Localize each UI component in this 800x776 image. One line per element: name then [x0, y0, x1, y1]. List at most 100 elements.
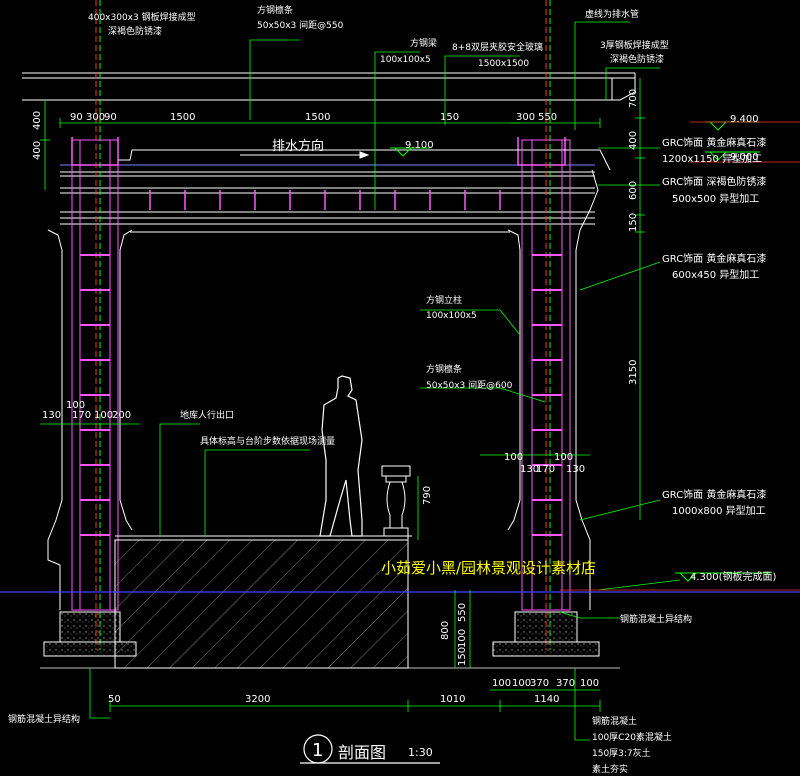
footing-dimensions: 100 100 370 370 100	[492, 678, 599, 689]
label-steel-post-size: 100x100x5	[426, 311, 477, 321]
grc-3-size: 600x450 异型加工	[672, 268, 759, 281]
label-plate: 400x300x3 钢板焊接成型	[88, 11, 196, 23]
red-leaders	[560, 121, 800, 591]
baluster	[381, 465, 411, 537]
dim-lower-2: 550	[457, 603, 468, 622]
right-column-dimensions: 100 130 170 100 130	[504, 452, 585, 475]
label-drain-pipe: 虚线为排水管	[585, 8, 639, 20]
dim-left-1: 400	[32, 111, 43, 130]
label-field-measure: 具体标高与台阶步数依据现场测量	[200, 435, 335, 447]
top-dimensions: 90 300 90 1500 1500 150 300 550	[70, 112, 557, 123]
dim-top-3: 90	[104, 112, 117, 123]
label-layer-2: 100厚C20素混凝土	[592, 731, 672, 743]
grc-4-size: 1000x800 异型加工	[672, 504, 766, 517]
label-rc-footing: 钢筋混凝土异结构	[620, 613, 692, 625]
drainage-arrow	[240, 151, 370, 159]
elev-9000: 9.000	[730, 152, 759, 163]
dim-rc-3: 170	[536, 464, 555, 475]
dim-rc-1: 100	[504, 452, 523, 463]
grc-1-size: 1200x1150 异型加工	[662, 152, 762, 165]
dim-left-2: 400	[32, 141, 43, 160]
elevation-labels: 9.400 9.000 9.100 4.300(钢板完成面)	[405, 114, 777, 583]
label-rc-left: 钢筋混凝土异结构	[8, 713, 80, 725]
dim-top-2: 300	[86, 112, 105, 123]
dimension-lines	[40, 78, 645, 712]
dim-ft-4: 370	[556, 678, 575, 689]
elev-4300: 4.300(钢板完成面)	[690, 570, 777, 583]
dim-top-5: 1500	[305, 112, 330, 123]
dim-top-4: 1500	[170, 112, 195, 123]
middle-labels: 方钢立柱 100x100x5 方钢檩条 50x50x3 间距@600 地库人行出…	[180, 294, 513, 447]
title-number: 1	[312, 740, 323, 761]
lower-dimensions: 800 550 100 150	[440, 603, 468, 666]
dim-lower-1: 800	[440, 621, 451, 640]
dim-right-5: 3150	[628, 360, 639, 385]
label-purlin-size: 50x50x3 间距@550	[257, 19, 344, 31]
dim-lc-4: 100	[94, 410, 113, 421]
label-glass: 8+8双层夹胶安全玻璃	[452, 41, 543, 53]
grc-2-size: 500x500 异型加工	[672, 192, 759, 205]
drawing-title: 1 剖面图 1:30	[312, 740, 433, 762]
dim-podium: 790	[422, 486, 433, 505]
human-figure	[319, 375, 363, 537]
elev-9400: 9.400	[730, 114, 759, 125]
label-basement-exit: 地库人行出口	[180, 409, 234, 421]
dim-ft-5: 100	[580, 678, 599, 689]
label-layer-4: 素土夯实	[592, 763, 628, 775]
dim-bottom-2: 3200	[245, 694, 270, 705]
grc-4-material: GRC饰面 黄金麻真石漆	[662, 488, 766, 501]
dim-right-2: 400	[628, 131, 639, 150]
left-dimensions: 400 400 130 100 170 100 200	[32, 111, 131, 421]
bottom-labels: 钢筋混凝土异结构 钢筋混凝土异结构 钢筋混凝土 100厚C20素混凝土 150厚…	[8, 613, 692, 775]
dim-bottom-1: 50	[108, 694, 121, 705]
elev-9100: 9.100	[405, 140, 434, 151]
label-layer-3: 150厚3:7灰土	[592, 747, 651, 759]
dim-ft-1: 100	[492, 678, 511, 689]
leader-lines	[89, 21, 681, 741]
dim-rc-5: 130	[566, 464, 585, 475]
grc-2-material: GRC饰面 深褐色防锈漆	[662, 175, 766, 188]
dim-top-1: 90	[70, 112, 83, 123]
right-column-bands	[532, 254, 562, 536]
label-steel-plate: 3厚钢板焊接成型	[600, 39, 669, 51]
grc-3-material: GRC饰面 黄金麻真石漆	[662, 252, 766, 265]
title-symbol	[300, 734, 440, 764]
dim-top-7: 300	[516, 112, 535, 123]
watermark-text: 小茹爱小黑/园林景观设计素材店	[381, 559, 596, 577]
label-steel-finish: 深褐色防锈漆	[610, 53, 664, 65]
top-callouts: 400x300x3 钢板焊接成型 深褐色防锈漆 方钢檩条 50x50x3 间距@…	[88, 4, 669, 69]
purlins	[149, 190, 501, 210]
label-beam: 方钢梁	[410, 37, 437, 49]
dim-rc-2: 130	[520, 464, 539, 475]
label-plate-finish: 深褐色防锈漆	[108, 25, 162, 37]
dim-right-1: 700	[628, 89, 639, 108]
dim-lc-1: 130	[42, 410, 61, 421]
label-purlin-2-size: 50x50x3 间距@600	[426, 379, 513, 391]
dim-right-4: 150	[628, 213, 639, 232]
grc-labels: GRC饰面 黄金麻真石漆 1200x1150 异型加工 GRC饰面 深褐色防锈漆…	[662, 136, 766, 517]
roof-structure	[22, 72, 636, 233]
footings	[43, 611, 600, 657]
label-glass-size: 1500x1500	[478, 59, 529, 69]
dim-lower-4: 150	[457, 647, 468, 666]
label-purlin-2: 方钢檩条	[426, 363, 462, 375]
title-scale: 1:30	[408, 746, 433, 759]
dim-top-6: 150	[440, 112, 459, 123]
dim-top-8: 550	[538, 112, 557, 123]
dim-rc-4: 100	[554, 452, 573, 463]
left-column-bands	[80, 254, 110, 536]
drainage-label: 排水方向	[272, 138, 324, 154]
dim-ft-2: 100	[512, 678, 531, 689]
right-dimensions: 700 400 600 150 3150	[628, 89, 639, 385]
label-beam-size: 100x100x5	[380, 55, 431, 65]
dim-lower-3: 100	[457, 629, 468, 648]
label-layer-1: 钢筋混凝土	[592, 715, 637, 727]
bottom-dimensions: 50 3200 1010 1140	[108, 694, 559, 705]
dim-lc-3: 170	[72, 410, 91, 421]
title-name: 剖面图	[338, 743, 386, 762]
dim-bottom-3: 1010	[440, 694, 465, 705]
podium-block	[114, 535, 412, 669]
label-steel-post: 方钢立柱	[426, 294, 462, 306]
